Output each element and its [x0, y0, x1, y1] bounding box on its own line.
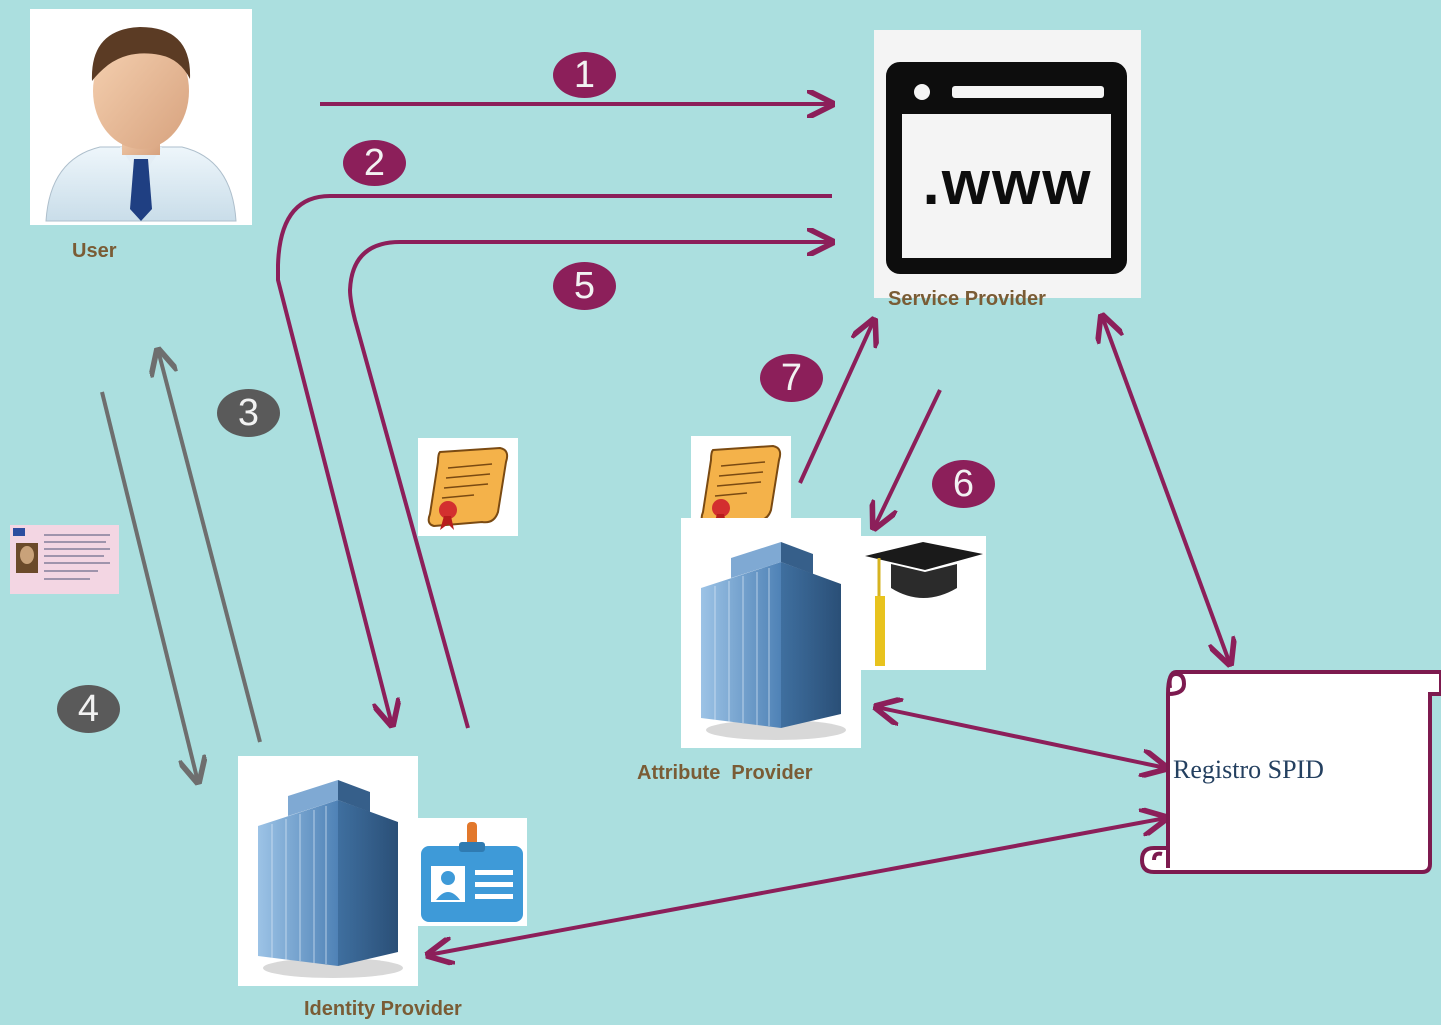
id-card-icon — [13, 528, 110, 580]
arrow-registry-sp — [1102, 316, 1230, 664]
website-browser-icon — [886, 62, 1127, 274]
arrow-registry-idp — [428, 818, 1166, 955]
step-2-badge: 2 — [343, 140, 406, 186]
arrow-step-5 — [347, 242, 832, 729]
user-image — [30, 9, 252, 225]
graduation-cap-icon — [865, 542, 983, 666]
office-building-icon — [701, 542, 846, 740]
arrow-step-6 — [874, 389, 942, 528]
arrow-step-2 — [276, 194, 832, 725]
id-badge-image — [417, 818, 527, 926]
step-1-badge: 1 — [553, 52, 616, 98]
attribute-provider-label: Attribute Provider — [637, 762, 813, 784]
office-building-icon — [258, 780, 403, 978]
service-provider-label: Service Provider — [888, 288, 1046, 310]
certificate-scroll-icon — [427, 446, 509, 530]
arrow-registry-ap — [876, 707, 1166, 768]
document-scroll-icon — [1139, 670, 1441, 874]
graduation-cap-image — [861, 536, 986, 670]
step-7-badge: 7 — [760, 354, 823, 402]
step-4-badge: 4 — [57, 685, 120, 733]
user-avatar-icon — [45, 27, 237, 222]
arrow-step-3 — [158, 350, 262, 743]
registry-label: Registro SPID — [1173, 755, 1324, 784]
certificate-image-ap — [691, 436, 791, 534]
step-6-badge: 6 — [932, 460, 995, 508]
arrow-step-7 — [798, 320, 874, 484]
service-provider-image: .www — [874, 30, 1141, 298]
identity-provider-image — [238, 756, 418, 986]
attribute-provider-image — [681, 518, 861, 748]
step-3-badge: 3 — [217, 389, 280, 437]
www-text: .www — [922, 149, 1093, 218]
identity-provider-label: Identity Provider — [304, 998, 462, 1020]
arrow-step-4 — [100, 391, 198, 782]
id-card-image — [10, 525, 119, 594]
certificate-image-idp — [418, 438, 518, 536]
step-5-badge: 5 — [553, 262, 616, 310]
id-badge-icon — [421, 822, 523, 922]
user-label: User — [72, 240, 117, 262]
